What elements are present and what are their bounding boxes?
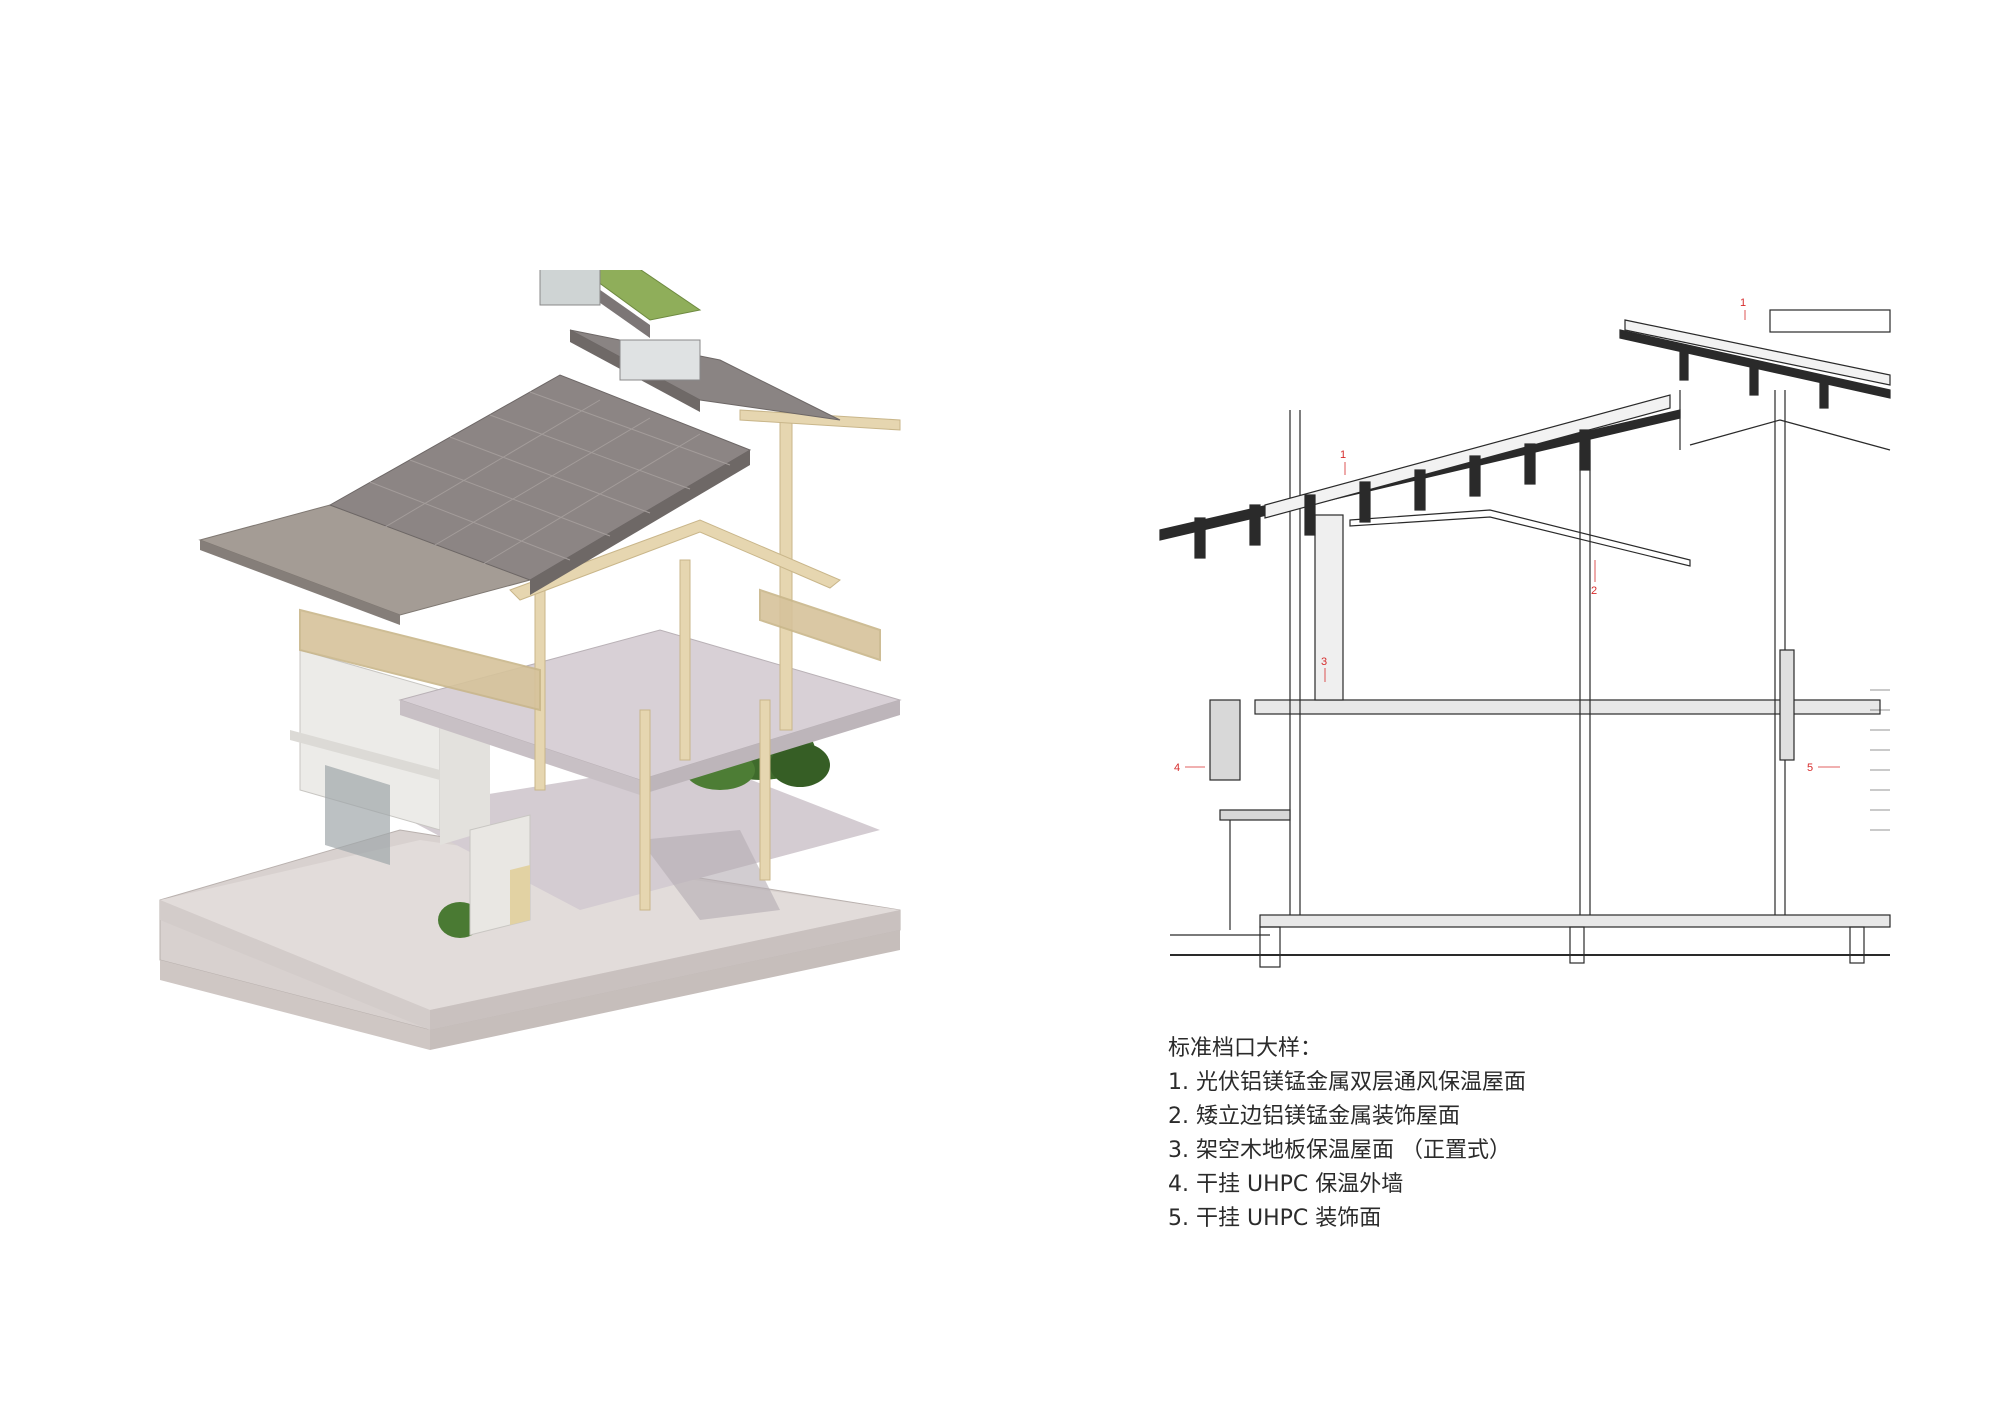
legend-item-label: 干挂 UHPC 保温外墙 — [1196, 1172, 1404, 1197]
legend-item-number: 5 — [1168, 1206, 1182, 1231]
legend-item: 1. 光伏铝镁锰金属双层通风保温屋面 — [1168, 1070, 1527, 1095]
legend-item-label: 干挂 UHPC 装饰面 — [1196, 1206, 1382, 1231]
legend-item-number: 4 — [1168, 1172, 1182, 1197]
legend-item: 4. 干挂 UHPC 保温外墙 — [1168, 1172, 1404, 1197]
callout-2: 2 — [1591, 585, 1597, 597]
legend-item-number: 1 — [1168, 1070, 1182, 1095]
legend-item-number: 3 — [1168, 1138, 1182, 1163]
callout-4: 4 — [1174, 762, 1180, 774]
legend-item-label: 架空木地板保温屋面 （正置式） — [1196, 1138, 1511, 1163]
upper-roof — [569, 329, 841, 421]
legend-title: 标准档口大样： — [1168, 1036, 1323, 1061]
callout-1a: 1 — [1340, 449, 1346, 461]
legend: 标准档口大样： 1. 光伏铝镁锰金属双层通风保温屋面 2. 矮立边铝镁锰金属装饰… — [1168, 1032, 1526, 1236]
callout-3: 3 — [1321, 656, 1327, 668]
callout-1b: 1 — [1740, 297, 1746, 309]
legend-item-number: 2 — [1168, 1104, 1182, 1129]
ground-slab — [159, 829, 901, 1050]
callout-5: 5 — [1807, 762, 1813, 774]
legend-item-label: 光伏铝镁锰金属双层通风保温屋面 — [1196, 1070, 1527, 1095]
section-detail-drawing: 1 1 2 3 4 5 — [1159, 297, 1891, 968]
axonometric-cutaway-illustration — [159, 270, 902, 1050]
legend-item: 2. 矮立边铝镁锰金属装饰屋面 — [1168, 1104, 1461, 1129]
timber-structure — [509, 409, 901, 911]
legend-item: 3. 架空木地板保温屋面 （正置式） — [1168, 1138, 1511, 1163]
balcony-railing — [299, 588, 881, 712]
section-linework — [1159, 309, 1891, 968]
main-roof — [198, 374, 752, 625]
left-facade — [290, 649, 531, 936]
legend-item-label: 矮立边铝镁锰金属装饰屋面 — [1196, 1104, 1461, 1129]
section-callouts — [1185, 310, 1840, 768]
green-roof — [539, 270, 702, 338]
legend-item: 5. 干挂 UHPC 装饰面 — [1168, 1206, 1382, 1231]
